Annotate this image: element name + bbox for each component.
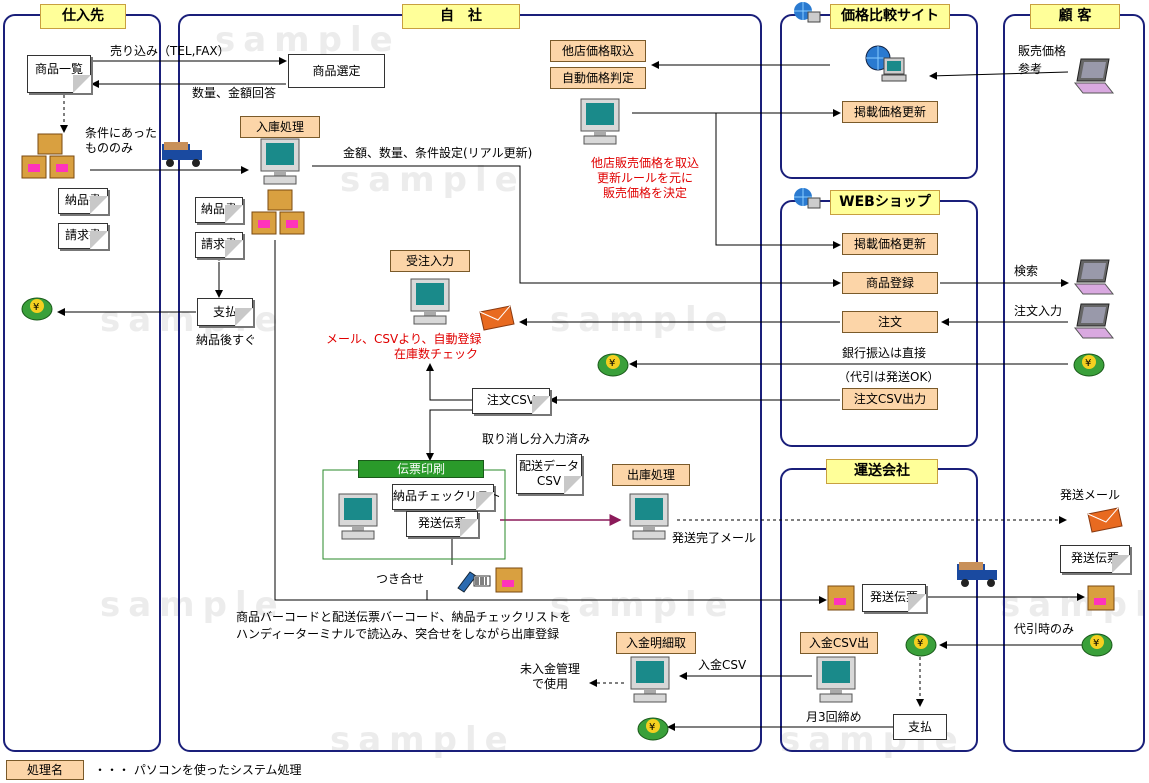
order-csv-doc: 注文CSV bbox=[472, 388, 550, 414]
price-rule-note: 他店販売価格を取込更新ルールを元に販売価格を決定 bbox=[590, 156, 699, 200]
svg-text:¥: ¥ bbox=[1093, 638, 1099, 649]
ship-slip-doc: 発送伝票 bbox=[862, 584, 926, 612]
watermark: sample bbox=[340, 160, 526, 200]
process-other-price: 他店価格取込 bbox=[550, 40, 646, 62]
conditions-label: 条件にあったもののみ bbox=[85, 126, 158, 155]
watermark: sample bbox=[550, 300, 736, 340]
condition-set-label: 金額、数量、条件設定(リアル更新) bbox=[343, 146, 533, 160]
sell-pitch-label: 売り込み（TEL,FAX） bbox=[110, 44, 230, 58]
laptop-icon bbox=[1073, 303, 1115, 339]
delivery-note-doc: 納品書 bbox=[58, 188, 108, 214]
ship-done-mail-label: 発送完了メール bbox=[672, 531, 757, 545]
product-select-box: 商品選定 bbox=[288, 54, 385, 88]
cod-only-label: 代引時のみ bbox=[1014, 622, 1075, 636]
laptop-icon bbox=[1073, 259, 1115, 295]
computer-icon bbox=[629, 493, 669, 540]
goods-boxes-icon bbox=[21, 133, 75, 179]
computer-icon bbox=[816, 656, 856, 703]
ship-mail-label: 発送メール bbox=[1060, 488, 1121, 502]
order-input-label: 注文入力 bbox=[1014, 304, 1063, 318]
qty-reply-label: 数量、金額回答 bbox=[192, 86, 277, 100]
watermark: sample bbox=[330, 720, 516, 760]
barcode-scanner-icon bbox=[457, 571, 491, 593]
svg-text:¥: ¥ bbox=[33, 302, 39, 313]
process-order-entry: 受注入力 bbox=[390, 250, 470, 272]
computer-icon bbox=[410, 278, 450, 325]
svg-text:¥: ¥ bbox=[917, 638, 923, 649]
product-list-doc: 商品一覧 bbox=[27, 55, 91, 93]
watermark: sample bbox=[1000, 585, 1149, 625]
box-icon bbox=[827, 585, 855, 611]
search-label: 検索 bbox=[1014, 264, 1039, 278]
process-deposit-detail: 入金明細取 bbox=[616, 632, 696, 654]
process-deposit-csv-out: 入金CSV出 bbox=[800, 632, 878, 654]
money-purse-icon: ¥ bbox=[1081, 633, 1113, 657]
checklist-doc: 納品チェックリスト bbox=[392, 484, 501, 510]
order-auto-note: メール、CSVより、自動登録在庫数チェック bbox=[326, 332, 482, 361]
payment-doc: 支払 bbox=[197, 298, 253, 326]
process-slip-print: 伝票印刷 bbox=[358, 460, 484, 478]
svg-text:¥: ¥ bbox=[649, 722, 655, 733]
process-product-reg: 商品登録 bbox=[842, 272, 938, 294]
truck-icon bbox=[162, 142, 202, 167]
box-icon bbox=[495, 567, 523, 593]
network-icon bbox=[794, 2, 821, 23]
after-delivery-label: 納品後すぐ bbox=[196, 333, 257, 347]
lane-title-customer: 顧 客 bbox=[1030, 4, 1120, 29]
lane-title-shipping: 運送会社 bbox=[826, 459, 938, 484]
payment-box: 支払 bbox=[893, 714, 947, 740]
delivery-note-doc: 納品書 bbox=[195, 197, 243, 223]
computer-icon bbox=[630, 656, 670, 703]
money-purse-icon: ¥ bbox=[21, 297, 53, 321]
money-purse-icon: ¥ bbox=[597, 353, 629, 377]
ship-slip-doc: 発送伝票 bbox=[406, 511, 478, 537]
process-webshop-update: 掲載価格更新 bbox=[842, 233, 938, 255]
svg-text:¥: ¥ bbox=[1085, 358, 1091, 369]
unpaid-mgmt-label: 未入金管理で使用 bbox=[519, 662, 580, 691]
money-purse-icon: ¥ bbox=[905, 633, 937, 657]
process-order: 注文 bbox=[842, 311, 938, 333]
box-icon bbox=[1087, 585, 1115, 611]
invoice-doc: 請求書 bbox=[58, 223, 108, 249]
bank-direct-label: 銀行振込は直接 bbox=[842, 346, 927, 360]
watermark: sample bbox=[100, 585, 286, 625]
lane-title-supplier: 仕入先 bbox=[40, 4, 126, 29]
watermark: sample bbox=[215, 20, 401, 60]
invoice-doc: 請求書 bbox=[195, 232, 243, 258]
process-order-csv-out: 注文CSV出力 bbox=[842, 388, 938, 410]
legend-description: ・・・ パソコンを使ったシステム処理 bbox=[94, 763, 302, 777]
computer-icon bbox=[338, 493, 378, 540]
computer-icon bbox=[580, 98, 620, 145]
match-label: つき合せ bbox=[376, 572, 425, 586]
deposit-csv-label: 入金CSV bbox=[698, 658, 747, 672]
cancel-done-label: 取り消し分入力済み bbox=[482, 432, 591, 446]
laptop-icon bbox=[1073, 58, 1115, 94]
ship-slip-doc: 発送伝票 bbox=[1060, 545, 1130, 573]
process-auto-price: 自動価格判定 bbox=[550, 67, 646, 89]
web-server-icon bbox=[865, 45, 907, 82]
process-shipping: 出庫処理 bbox=[612, 464, 690, 486]
truck-icon bbox=[957, 562, 997, 587]
process-receiving: 入庫処理 bbox=[240, 116, 320, 138]
svg-text:¥: ¥ bbox=[609, 358, 615, 369]
goods-boxes-icon bbox=[251, 189, 305, 235]
watermark: sample bbox=[550, 585, 736, 625]
monthly-label: 月3回締め bbox=[806, 710, 862, 724]
mail-icon bbox=[479, 305, 515, 331]
price-ref-label: 販売価格参考 bbox=[1018, 44, 1067, 76]
money-purse-icon: ¥ bbox=[637, 717, 669, 741]
lane-title-webshop: WEBショップ bbox=[830, 190, 940, 215]
money-purse-icon: ¥ bbox=[1073, 353, 1105, 377]
legend-process-sample: 処理名 bbox=[6, 760, 84, 780]
computer-icon bbox=[260, 138, 300, 185]
lane-title-company: 自 社 bbox=[402, 4, 520, 29]
network-icon bbox=[794, 188, 821, 209]
cod-ok-label: （代引は発送OK） bbox=[838, 370, 940, 384]
process-price-site-update: 掲載価格更新 bbox=[842, 101, 938, 123]
barcode-note: 商品バーコードと配送伝票バーコード、納品チェックリストをハンディーターミナルで読… bbox=[236, 610, 572, 641]
lane-title-price-site: 価格比較サイト bbox=[830, 4, 950, 29]
mail-icon bbox=[1087, 507, 1123, 533]
